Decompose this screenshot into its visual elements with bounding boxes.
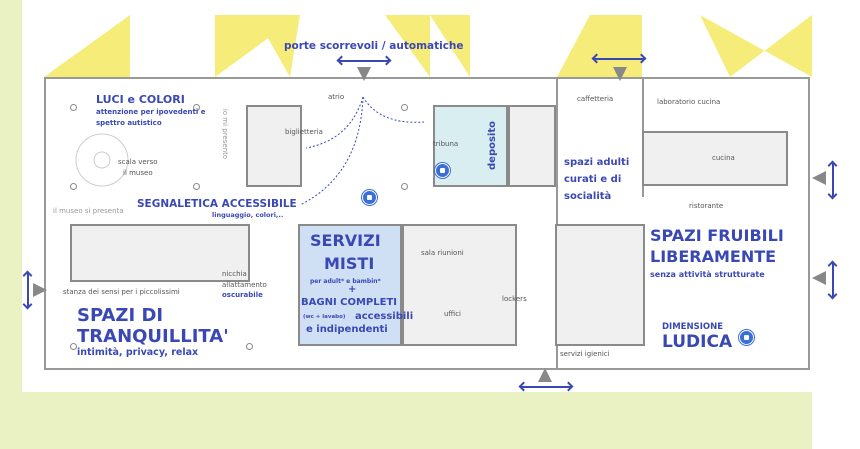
pillar [193, 104, 200, 111]
pillar [70, 104, 77, 111]
nicchia-label-2: allattamento [222, 281, 267, 289]
adulti-line-1: spazi adulti [564, 157, 630, 168]
laboratorio-label: laboratorio cucina [657, 98, 721, 106]
luci-title: LUCI e COLORI [96, 93, 185, 106]
toilet-block [555, 224, 645, 346]
caffetteria-label: caffetteria [577, 95, 614, 103]
doors-label: porte scorrevoli / automatiche [284, 40, 464, 52]
tranquillita-subtitle: intimità, privacy, relax [77, 347, 199, 358]
uffici-label: uffici [444, 310, 461, 318]
flow-arrow-to-tribuna [362, 96, 425, 123]
oscurabile-label: oscurabile [222, 291, 263, 299]
service-room [508, 105, 556, 187]
door-marker [613, 67, 627, 81]
luci-subtitle-2: spettro autistico [96, 119, 162, 127]
fruibili-title-2: LIBERAMENTE [650, 247, 777, 266]
biglietteria-label: biglietteria [285, 128, 323, 136]
spiral-staircase [75, 133, 129, 187]
door-marker [812, 271, 826, 285]
pillar [193, 183, 200, 190]
luci-subtitle-1: attenzione per ipovedenti e [96, 108, 206, 116]
sliding-door-arrow [520, 386, 572, 388]
stair-block [70, 224, 250, 282]
door-marker [812, 171, 826, 185]
atrio-label: atrio [328, 93, 345, 101]
flow-arrow-to-biglietteria [305, 96, 364, 149]
bagni-indipendenti: e indipendenti [306, 324, 388, 335]
fruibili-subtitle: senza attività strutturate [650, 270, 765, 279]
ristorante-label: ristorante [689, 202, 724, 210]
adulti-line-3: socialità [564, 191, 612, 202]
scala-label-1: scala verso [118, 158, 158, 166]
tribuna-label: tribuna [433, 140, 459, 148]
segnaletica-title: SEGNALETICA ACCESSIBILE [137, 198, 297, 210]
door-marker [33, 283, 47, 297]
servizi-title-1: SERVIZI [310, 231, 381, 250]
fruibili-title-1: SPAZI FRUIBILI [650, 226, 784, 245]
tranquillita-title-2: TRANQUILLITA' [77, 326, 229, 347]
pillar [70, 183, 77, 190]
bagni-title: BAGNI COMPLETI [301, 297, 398, 308]
sliding-door-arrow [832, 162, 834, 198]
museo-si-presenta-label: il museo si presenta [53, 207, 124, 215]
door-marker [538, 368, 552, 382]
canopy-triangle [44, 15, 130, 77]
bagni-accessibili: accessibili [355, 311, 414, 322]
bottom-green-area [22, 392, 812, 449]
canopy-triangle [700, 15, 812, 77]
pillar [401, 104, 408, 111]
biglietteria-room [246, 105, 302, 187]
tranquillita-title-1: SPAZI DI [77, 305, 164, 326]
servizi-plus: + [348, 284, 357, 295]
servizi-subtitle: per adult* e bambin* [310, 278, 381, 285]
io-mi-presento-label: io mi presento [221, 108, 230, 160]
sliding-door-arrow [338, 60, 390, 62]
nicchia-label-1: nicchia [222, 270, 247, 278]
deposito-label: deposito [487, 121, 498, 170]
ludica-line-2: LUDICA [662, 332, 733, 352]
segnaletica-subtitle: linguaggio, colori,.. [212, 211, 284, 219]
bagni-wc: (wc + lavabo) [303, 314, 346, 320]
football-icon [435, 163, 450, 178]
left-green-strip [0, 0, 22, 449]
cucina-room [642, 131, 788, 186]
yellow-canopy-triangles [44, 15, 812, 77]
building-outline [44, 77, 810, 370]
cucina-label: cucina [712, 154, 735, 162]
canopy-triangle [255, 15, 300, 77]
ludica-line-1: DIMENSIONE [662, 322, 724, 332]
scala-label-2: il museo [123, 169, 153, 177]
door-marker [357, 67, 371, 81]
canopy-triangle [557, 15, 642, 77]
pillar [246, 343, 253, 350]
sliding-door-arrow [27, 272, 29, 308]
sliding-door-arrow [593, 58, 645, 60]
lockers-label: lockers [502, 295, 527, 303]
servizi-title-2: MISTI [324, 254, 375, 273]
servizi-igienici-label: servizi igienici [560, 350, 610, 358]
football-icon [362, 190, 377, 205]
sliding-door-arrow [832, 262, 834, 298]
canopy-triangle [385, 15, 430, 77]
sala-riunioni-label: sala riunioni [421, 249, 464, 257]
offices-room [402, 224, 517, 346]
servizi-room [298, 224, 402, 346]
divider-wall [556, 77, 558, 370]
stanza-sensi-label: stanza dei sensi per i piccolissimi [63, 288, 180, 296]
adulti-line-2: curati e di [564, 174, 622, 185]
football-icon [739, 330, 754, 345]
flow-arrow-to-segnaletica [299, 96, 364, 206]
canopy-triangle [430, 15, 470, 77]
pillar [401, 183, 408, 190]
pillar [70, 343, 77, 350]
